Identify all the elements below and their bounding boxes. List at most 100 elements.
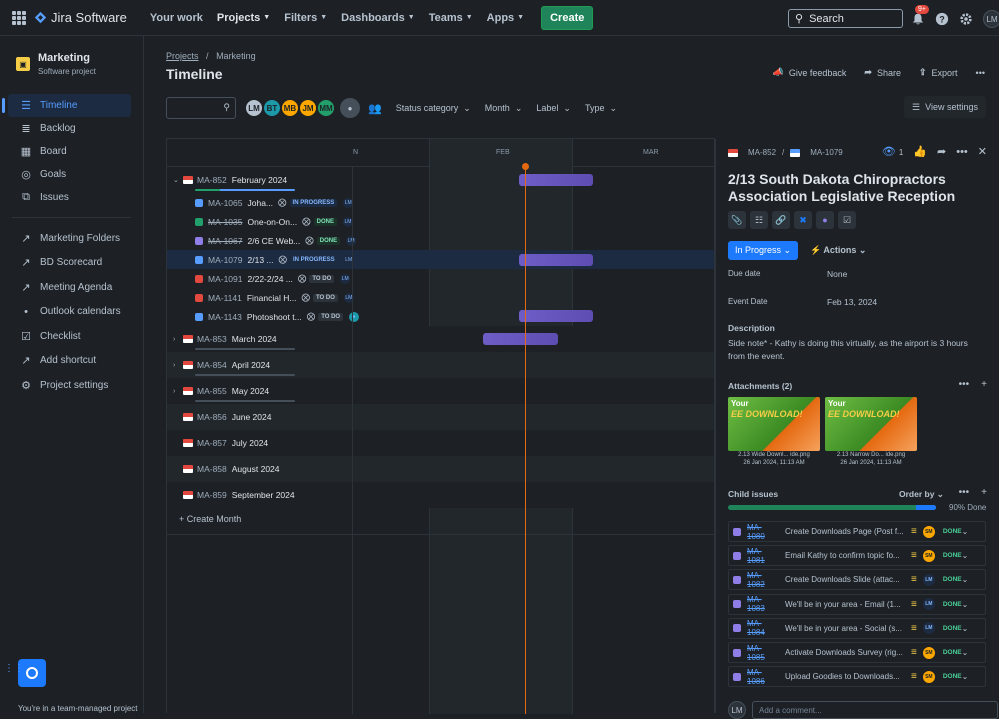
app-switcher-icon[interactable]: [12, 10, 26, 25]
issue-key[interactable]: MA-1065: [208, 197, 243, 208]
watch-button[interactable]: 👁 1: [881, 146, 904, 158]
comment-input[interactable]: Add a comment...: [752, 701, 998, 719]
issue-key[interactable]: MA-1091: [208, 273, 243, 284]
timeline-bar[interactable]: [519, 310, 593, 322]
link-icon[interactable]: 🔗: [772, 211, 790, 229]
issue-key[interactable]: MA-855: [197, 386, 227, 396]
issue-key[interactable]: MA-1079: [810, 148, 843, 157]
help-icon[interactable]: ?: [935, 12, 949, 26]
child-issue-key[interactable]: MA-1082: [747, 570, 765, 589]
type-filter[interactable]: Type⌄: [585, 103, 617, 114]
timeline-search-input[interactable]: ⚲: [166, 97, 236, 119]
more-icon[interactable]: •••: [958, 487, 970, 498]
chevron-right-icon[interactable]: ›: [173, 387, 176, 395]
breadcrumb-project[interactable]: Marketing: [216, 51, 256, 61]
sidebar-item-goals[interactable]: ◎Goals: [0, 163, 143, 186]
actions-dropdown[interactable]: ⚡ Actions ⌄: [810, 245, 866, 256]
nav-dashboards[interactable]: Dashboards▼: [336, 6, 420, 30]
checklist-icon[interactable]: ☑: [838, 211, 856, 229]
parent-issue-key[interactable]: MA-852: [748, 148, 777, 157]
issue-key[interactable]: MA-853: [197, 334, 227, 344]
nav-apps[interactable]: Apps▼: [482, 6, 529, 30]
export-button[interactable]: ⇪Export: [919, 67, 958, 78]
status-dropdown[interactable]: DONE: [942, 649, 962, 656]
status-dropdown[interactable]: DONE: [942, 576, 962, 584]
nav-teams[interactable]: Teams▼: [424, 6, 478, 30]
child-issue-icon[interactable]: ☷: [750, 211, 768, 229]
child-issue-key[interactable]: MA-1083: [747, 595, 765, 614]
status-dropdown[interactable]: DONE: [942, 600, 962, 608]
like-icon[interactable]: 👍: [913, 146, 927, 158]
issue-title[interactable]: 2/13 South Dakota Chiropractors Associat…: [728, 171, 956, 204]
assignee-avatar[interactable]: JM: [298, 98, 318, 118]
issue-key[interactable]: MA-1067: [208, 235, 243, 246]
view-settings-button[interactable]: ☰View settings: [904, 96, 986, 118]
issue-key[interactable]: MA-1035: [208, 216, 243, 227]
create-month-button[interactable]: + Create Month: [179, 514, 242, 524]
assignee-avatar[interactable]: BT: [262, 98, 282, 118]
chevron-down-icon[interactable]: ⌄: [173, 177, 179, 184]
drag-handle-icon[interactable]: ⋮⋮: [4, 663, 24, 674]
project-header[interactable]: ▣ Marketing Software project: [0, 36, 143, 94]
description-body[interactable]: Side note* - Kathy is doing this virtual…: [728, 338, 968, 361]
status-dropdown[interactable]: DONE: [942, 552, 962, 560]
issue-key[interactable]: MA-852: [197, 175, 227, 185]
sidebar-item-backlog[interactable]: ≣Backlog: [0, 117, 143, 140]
due-date-value[interactable]: None: [827, 269, 848, 279]
share-icon[interactable]: ➦: [937, 146, 947, 158]
timeline-bar[interactable]: [483, 333, 558, 345]
user-avatar[interactable]: LM: [983, 10, 999, 28]
timeline-bar[interactable]: [519, 174, 593, 186]
status-dropdown[interactable]: In Progress ⌄: [728, 241, 799, 260]
add-people-icon[interactable]: 👥: [368, 102, 382, 115]
sidebar-item-timeline[interactable]: ☰Timeline: [2, 94, 131, 117]
status-dropdown[interactable]: DONE: [942, 624, 962, 632]
child-issue-key[interactable]: MA-1080: [747, 522, 765, 541]
issue-key[interactable]: MA-1141: [208, 292, 242, 303]
assignee-avatar[interactable]: MM: [316, 98, 336, 118]
nav-filters[interactable]: Filters▼: [279, 6, 332, 30]
chevron-right-icon[interactable]: ›: [173, 361, 176, 369]
sidebar-link-marketing-folders[interactable]: ↗Marketing Folders: [0, 226, 143, 251]
share-button[interactable]: ➦Share: [864, 67, 901, 78]
issue-key[interactable]: MA-1143: [208, 311, 242, 322]
confluence-icon[interactable]: ✖: [794, 211, 812, 229]
nav-projects[interactable]: Projects▼: [212, 6, 275, 30]
search-input[interactable]: ⚲Search: [788, 9, 903, 28]
child-issue-key[interactable]: MA-1086: [747, 667, 765, 686]
child-issue-key[interactable]: MA-1081: [747, 546, 765, 565]
assignee-avatar[interactable]: MB: [280, 98, 300, 118]
issue-key[interactable]: MA-1079: [208, 254, 243, 265]
issue-key[interactable]: MA-854: [197, 360, 227, 370]
sidebar-link-outlook-calendars[interactable]: •Outlook calendars: [0, 300, 143, 325]
assignee-avatar[interactable]: LM: [244, 98, 264, 118]
jira-logo[interactable]: Jira Software: [34, 10, 127, 25]
more-actions-button[interactable]: •••: [975, 67, 985, 78]
attachment-icon[interactable]: 📎: [728, 211, 746, 229]
nav-your-work[interactable]: Your work: [145, 6, 208, 30]
breadcrumb-projects[interactable]: Projects: [166, 51, 199, 61]
create-button[interactable]: Create: [541, 5, 594, 30]
issue-key[interactable]: MA-856: [197, 412, 227, 422]
issue-key[interactable]: MA-858: [197, 464, 227, 474]
sidebar-link-meeting-agenda[interactable]: ↗Meeting Agenda: [0, 275, 143, 300]
status-dropdown[interactable]: DONE: [942, 673, 962, 681]
give-feedback-button[interactable]: 📣Give feedback: [773, 67, 847, 78]
unassigned-avatar-icon[interactable]: ●: [340, 98, 360, 118]
